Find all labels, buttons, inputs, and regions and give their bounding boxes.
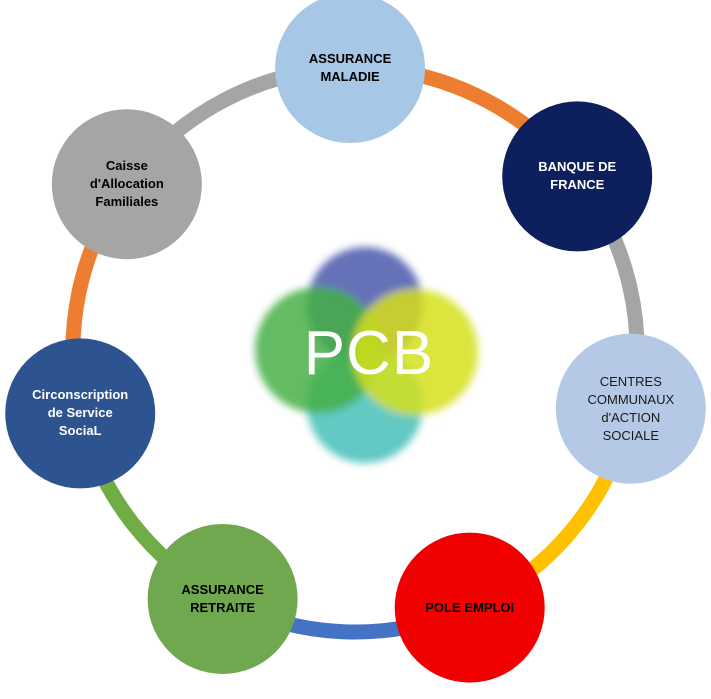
node-pole-emploi (394, 532, 545, 683)
node-centres-communaux (555, 333, 706, 484)
node-assurance-maladie (275, 0, 426, 144)
node-assurance-retraite (147, 523, 298, 674)
nodes-layer (5, 0, 706, 683)
pcb-logo (255, 247, 478, 463)
node-circonscription (5, 338, 156, 489)
node-caisse-allocation (51, 109, 202, 260)
node-banque-de-france (502, 101, 653, 252)
logo-circle-yellow (352, 289, 478, 415)
logo-circle-green (255, 287, 381, 413)
